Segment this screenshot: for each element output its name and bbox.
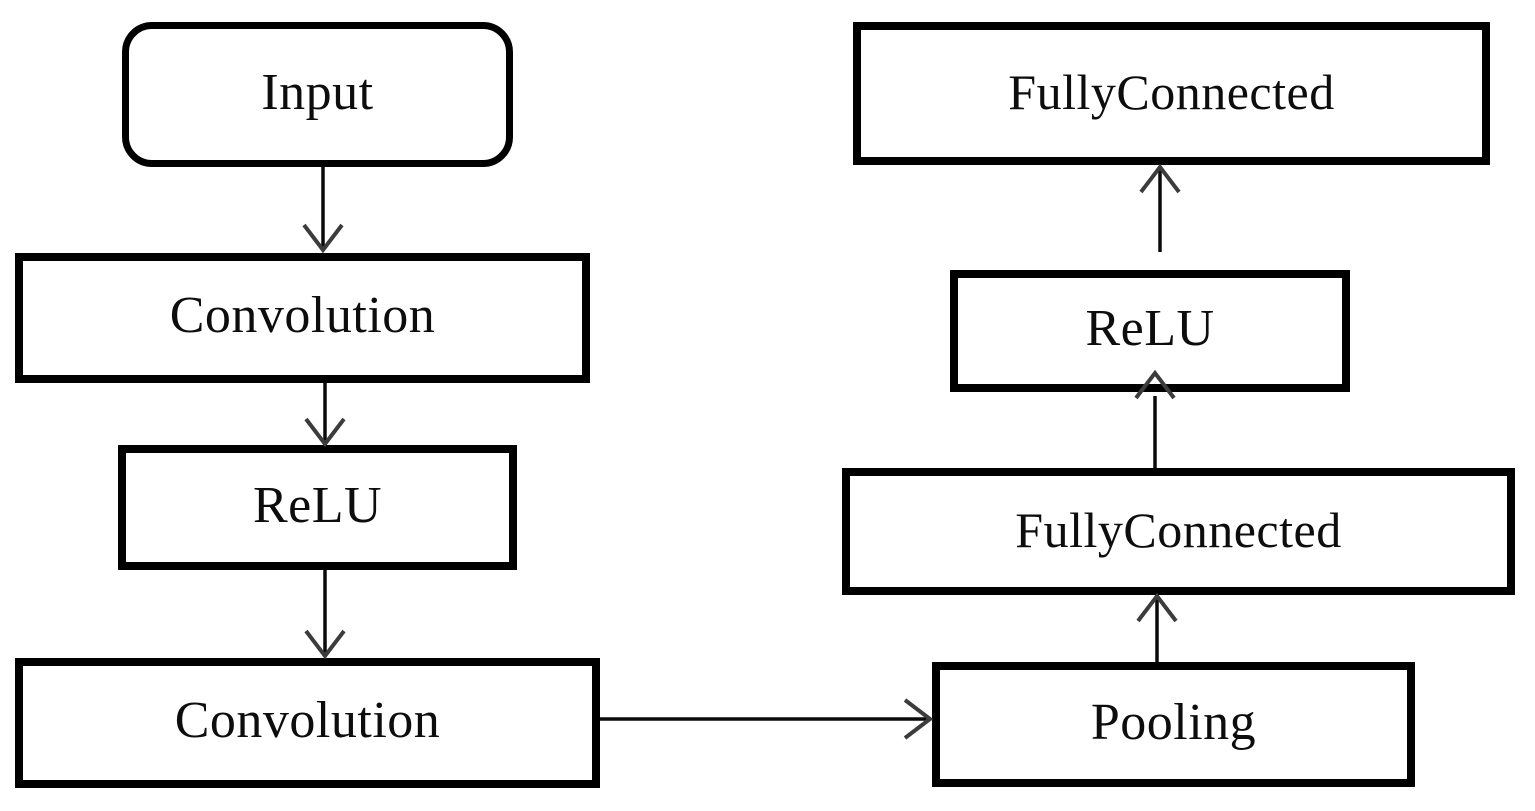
node-input-label: Input <box>261 63 374 121</box>
arrow-input-to-convolution-icon <box>302 167 344 254</box>
node-fullyconnected-2-label: FullyConnected <box>1008 63 1335 120</box>
arrow-relu-to-convolution-icon <box>304 570 346 660</box>
node-input: Input <box>122 22 513 167</box>
node-convolution-1: Convolution <box>15 253 590 383</box>
node-pooling-label: Pooling <box>1090 693 1257 751</box>
node-fullyconnected-1: FullyConnected <box>842 468 1515 595</box>
arrow-pooling-to-fullyconnected-icon <box>1136 592 1178 662</box>
node-relu-2-label: ReLU <box>1085 300 1215 357</box>
node-convolution-1-label: Convolution <box>169 287 436 344</box>
arrow-relu-to-fullyconnected-icon <box>1139 163 1181 252</box>
node-pooling: Pooling <box>932 662 1415 787</box>
node-convolution-2: Convolution <box>15 658 600 788</box>
arrow-convolution-to-pooling-icon <box>600 698 934 740</box>
node-convolution-2-label: Convolution <box>174 692 441 749</box>
node-fullyconnected-1-label: FullyConnected <box>1015 501 1342 558</box>
node-relu-1: ReLU <box>118 445 517 570</box>
node-fullyconnected-2: FullyConnected <box>853 22 1490 165</box>
node-relu-2: ReLU <box>950 270 1350 392</box>
arrow-convolution-to-relu-icon <box>304 383 346 448</box>
node-relu-1-label: ReLU <box>252 476 383 534</box>
